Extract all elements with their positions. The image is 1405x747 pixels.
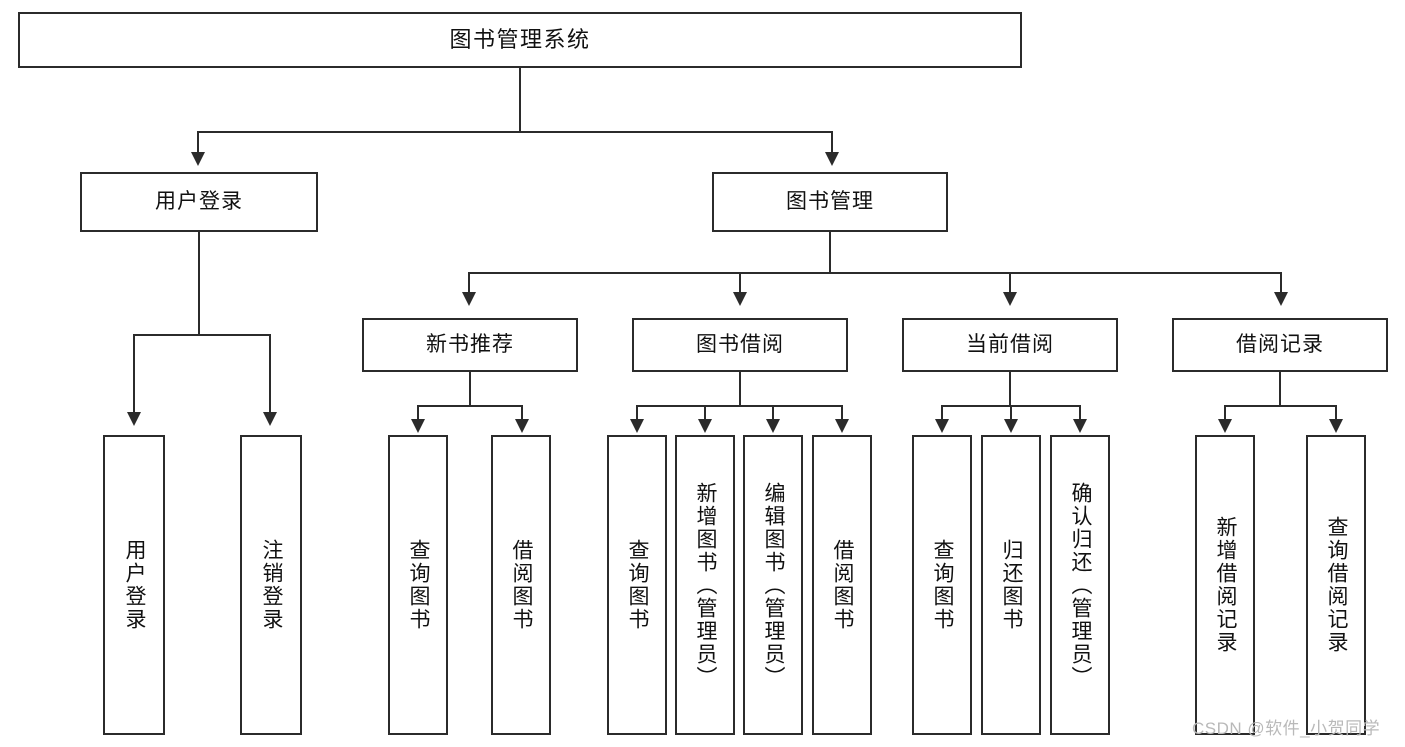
leaf-borrow-book-edit-book-admin[interactable]: 编辑图书（管理员） (743, 435, 803, 735)
node-label: 新增借阅记录 (1214, 516, 1238, 654)
node-user-login[interactable]: 用户登录 (80, 172, 318, 232)
connector-borrow-record-drop-1 (1224, 405, 1226, 421)
node-borrow-record[interactable]: 借阅记录 (1172, 318, 1388, 372)
leaf-borrow-book-add-book-admin[interactable]: 新增图书（管理员） (675, 435, 735, 735)
node-label: 用户登录 (155, 190, 243, 214)
arrowhead-to-user-login (191, 152, 205, 166)
leaf-borrow-record-query-record[interactable]: 查询借阅记录 (1306, 435, 1366, 735)
connector-new-book-drop-2 (521, 405, 523, 421)
node-label: 新书推荐 (426, 333, 514, 357)
connector-current-borrow-drop-2 (1010, 405, 1012, 421)
leaf-borrow-book-borrow-book[interactable]: 借阅图书 (812, 435, 872, 735)
arrowhead-borrow-book-leaf-3 (766, 419, 780, 433)
leaf-new-book-borrow-book[interactable]: 借阅图书 (491, 435, 551, 735)
node-label: 归还图书 (1000, 539, 1024, 631)
connector-user-login-drop-1 (133, 334, 135, 414)
node-current-borrow[interactable]: 当前借阅 (902, 318, 1118, 372)
connector-root-to-user-login (197, 131, 199, 155)
node-label: 图书管理 (786, 190, 874, 214)
connector-book-mgmt-drop-1 (468, 272, 470, 294)
node-label: 借阅图书 (510, 539, 534, 631)
arrowhead-to-borrow-book (733, 292, 747, 306)
arrowhead-current-borrow-leaf-1 (935, 419, 949, 433)
connector-new-book-bus (417, 405, 522, 407)
node-label: 借阅图书 (831, 539, 855, 631)
node-book-management[interactable]: 图书管理 (712, 172, 948, 232)
connector-book-mgmt-drop-4 (1280, 272, 1282, 294)
node-label: 编辑图书（管理员） (762, 481, 786, 689)
arrowhead-borrow-book-leaf-1 (630, 419, 644, 433)
leaf-user-login-logout[interactable]: 注销登录 (240, 435, 302, 735)
connector-book-mgmt-bus (468, 272, 1282, 274)
leaf-borrow-book-query-book[interactable]: 查询图书 (607, 435, 667, 735)
connector-borrow-book-drop-1 (636, 405, 638, 421)
node-label: 查询图书 (407, 539, 431, 631)
arrowhead-borrow-record-leaf-2 (1329, 419, 1343, 433)
arrowhead-current-borrow-leaf-3 (1073, 419, 1087, 433)
arrowhead-to-new-book (462, 292, 476, 306)
node-label: 查询图书 (626, 539, 650, 631)
node-label: 确认归还（管理员） (1069, 481, 1093, 689)
node-label: 查询图书 (931, 539, 955, 631)
connector-root-stem (519, 68, 521, 132)
leaf-user-login-login[interactable]: 用户登录 (103, 435, 165, 735)
arrowhead-user-login-leaf-1 (127, 412, 141, 426)
arrowhead-current-borrow-leaf-2 (1004, 419, 1018, 433)
connector-root-to-book-mgmt (831, 131, 833, 155)
connector-user-login-bus (133, 334, 270, 336)
connector-book-mgmt-stem (829, 232, 831, 274)
arrowhead-to-book-mgmt (825, 152, 839, 166)
leaf-borrow-record-add-record[interactable]: 新增借阅记录 (1195, 435, 1255, 735)
connector-current-borrow-drop-3 (1079, 405, 1081, 421)
node-label: 图书管理系统 (449, 26, 591, 52)
arrowhead-new-book-leaf-1 (411, 419, 425, 433)
node-new-book-recommend[interactable]: 新书推荐 (362, 318, 578, 372)
leaf-current-borrow-return-book[interactable]: 归还图书 (981, 435, 1041, 735)
connector-user-login-stem (198, 232, 200, 335)
connector-borrow-book-drop-2 (704, 405, 706, 421)
connector-user-login-drop-2 (269, 334, 271, 414)
node-book-borrow[interactable]: 图书借阅 (632, 318, 848, 372)
connector-new-book-drop-1 (417, 405, 419, 421)
connector-current-borrow-stem (1009, 372, 1011, 406)
connector-borrow-book-drop-4 (841, 405, 843, 421)
node-root-system[interactable]: 图书管理系统 (18, 12, 1022, 68)
connector-new-book-stem (469, 372, 471, 406)
arrowhead-to-current-borrow (1003, 292, 1017, 306)
leaf-current-borrow-query-book[interactable]: 查询图书 (912, 435, 972, 735)
arrowhead-new-book-leaf-2 (515, 419, 529, 433)
arrowhead-borrow-record-leaf-1 (1218, 419, 1232, 433)
connector-borrow-book-bus (636, 405, 843, 407)
node-label: 注销登录 (260, 539, 284, 631)
connector-book-mgmt-drop-3 (1009, 272, 1011, 294)
node-label: 借阅记录 (1236, 333, 1324, 357)
node-label: 图书借阅 (696, 333, 784, 357)
arrowhead-to-borrow-record (1274, 292, 1288, 306)
connector-borrow-record-drop-2 (1335, 405, 1337, 421)
connector-borrow-book-drop-3 (772, 405, 774, 421)
node-label: 查询借阅记录 (1325, 516, 1349, 654)
connector-borrow-record-stem (1279, 372, 1281, 406)
connector-borrow-record-bus (1224, 405, 1336, 407)
arrowhead-borrow-book-leaf-2 (698, 419, 712, 433)
arrowhead-user-login-leaf-2 (263, 412, 277, 426)
leaf-new-book-query-book[interactable]: 查询图书 (388, 435, 448, 735)
leaf-current-borrow-confirm-return-admin[interactable]: 确认归还（管理员） (1050, 435, 1110, 735)
node-label: 用户登录 (123, 539, 147, 631)
arrowhead-borrow-book-leaf-4 (835, 419, 849, 433)
node-label: 当前借阅 (966, 333, 1054, 357)
connector-root-bus (197, 131, 833, 133)
connector-current-borrow-drop-1 (941, 405, 943, 421)
connector-book-mgmt-drop-2 (739, 272, 741, 294)
node-label: 新增图书（管理员） (694, 481, 718, 689)
connector-borrow-book-stem (739, 372, 741, 406)
